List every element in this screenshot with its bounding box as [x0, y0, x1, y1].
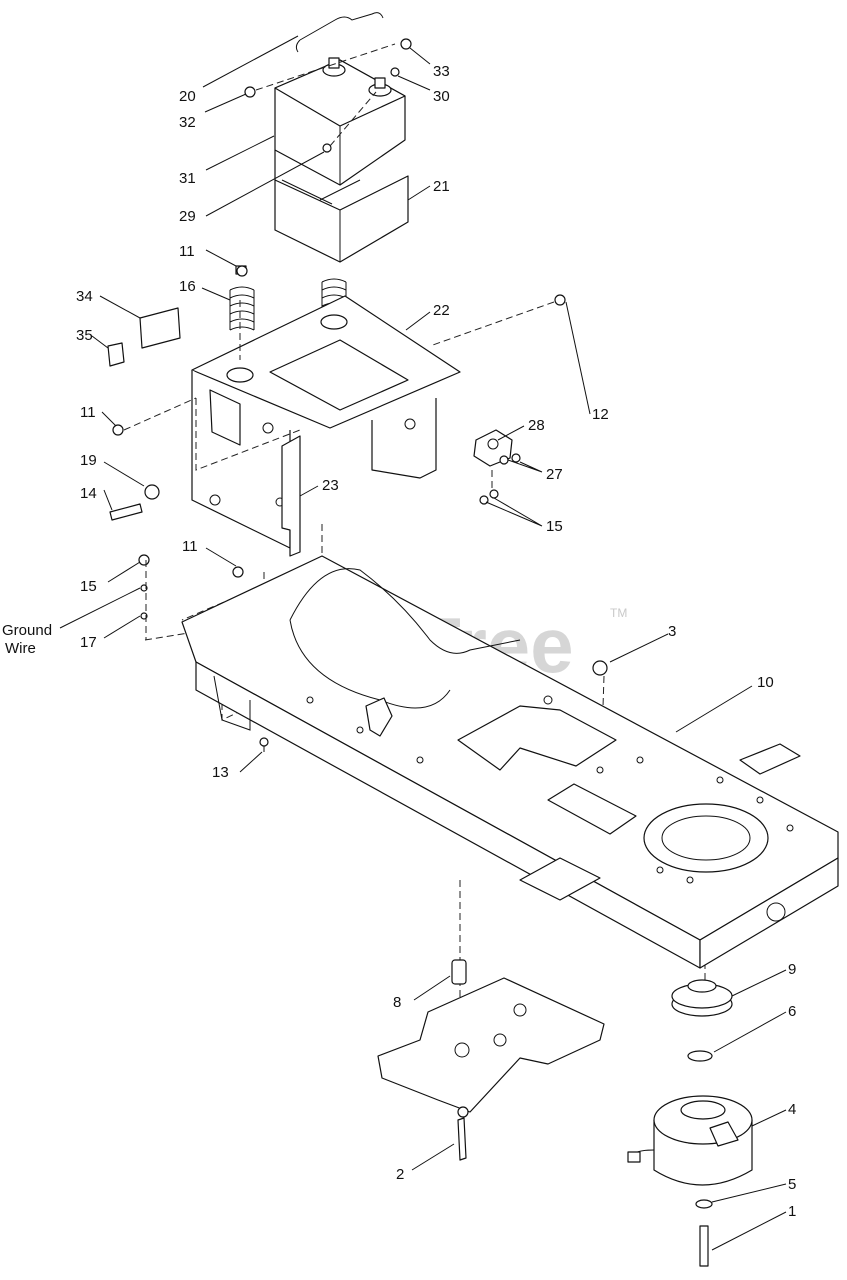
callout-22: 22	[433, 302, 450, 319]
washer-5	[695, 1199, 713, 1209]
callout-32: 32	[179, 114, 196, 131]
battery-support	[191, 295, 461, 557]
watermark-trademark: TM	[610, 606, 627, 620]
callout-34: 34	[76, 288, 93, 305]
callout-ground: Ground	[2, 622, 52, 639]
main-frame	[181, 555, 839, 969]
callout-30: 30	[433, 88, 450, 105]
callout-35: 35	[76, 327, 93, 344]
callout-28: 28	[528, 417, 545, 434]
callout-20: 20	[179, 88, 196, 105]
callout-8: 8	[393, 994, 401, 1011]
callout-23: 23	[322, 477, 339, 494]
callout-16: 16	[179, 278, 196, 295]
callout-2: 2	[396, 1166, 404, 1183]
callout-15-left: 15	[80, 578, 97, 595]
callout-31: 31	[179, 170, 196, 187]
battery-hardware	[244, 38, 412, 153]
callout-29: 29	[179, 208, 196, 225]
callout-19: 19	[80, 452, 97, 469]
callout-11-top: 11	[179, 243, 195, 260]
battery-tray	[274, 150, 409, 263]
callout-21: 21	[433, 178, 450, 195]
callout-13: 13	[212, 764, 229, 781]
pto-pulley	[671, 979, 733, 1017]
decal-35	[107, 342, 125, 367]
left-hardware	[109, 265, 301, 641]
callout-14: 14	[80, 485, 97, 502]
callout-1: 1	[788, 1203, 796, 1220]
callout-15-right: 15	[546, 518, 563, 535]
seat-switch	[429, 294, 566, 505]
battery	[274, 57, 406, 186]
callout-10: 10	[757, 674, 774, 691]
callout-11-low: 11	[182, 538, 198, 555]
hold-down-rod	[295, 12, 384, 53]
leader-lines	[59, 35, 787, 1251]
callout-27: 27	[546, 466, 563, 483]
washer-6	[687, 1050, 713, 1062]
callout-11-mid: 11	[80, 404, 96, 421]
callout-17: 17	[80, 634, 97, 651]
callout-labels: 20 33 32 30 31 21 29 11 16 34 22 35 11 1…	[2, 63, 796, 1220]
callout-4: 4	[788, 1101, 796, 1118]
callout-wire: Wire	[5, 640, 36, 657]
callout-3: 3	[668, 623, 676, 640]
clutch-bolt	[699, 1225, 709, 1267]
axle-bracket	[377, 959, 605, 1161]
callout-9: 9	[788, 961, 796, 978]
callout-33: 33	[433, 63, 450, 80]
electric-clutch	[627, 1095, 753, 1186]
decal-34	[139, 307, 181, 349]
callout-5: 5	[788, 1176, 796, 1193]
callout-12: 12	[592, 406, 609, 423]
callout-6: 6	[788, 1003, 796, 1020]
